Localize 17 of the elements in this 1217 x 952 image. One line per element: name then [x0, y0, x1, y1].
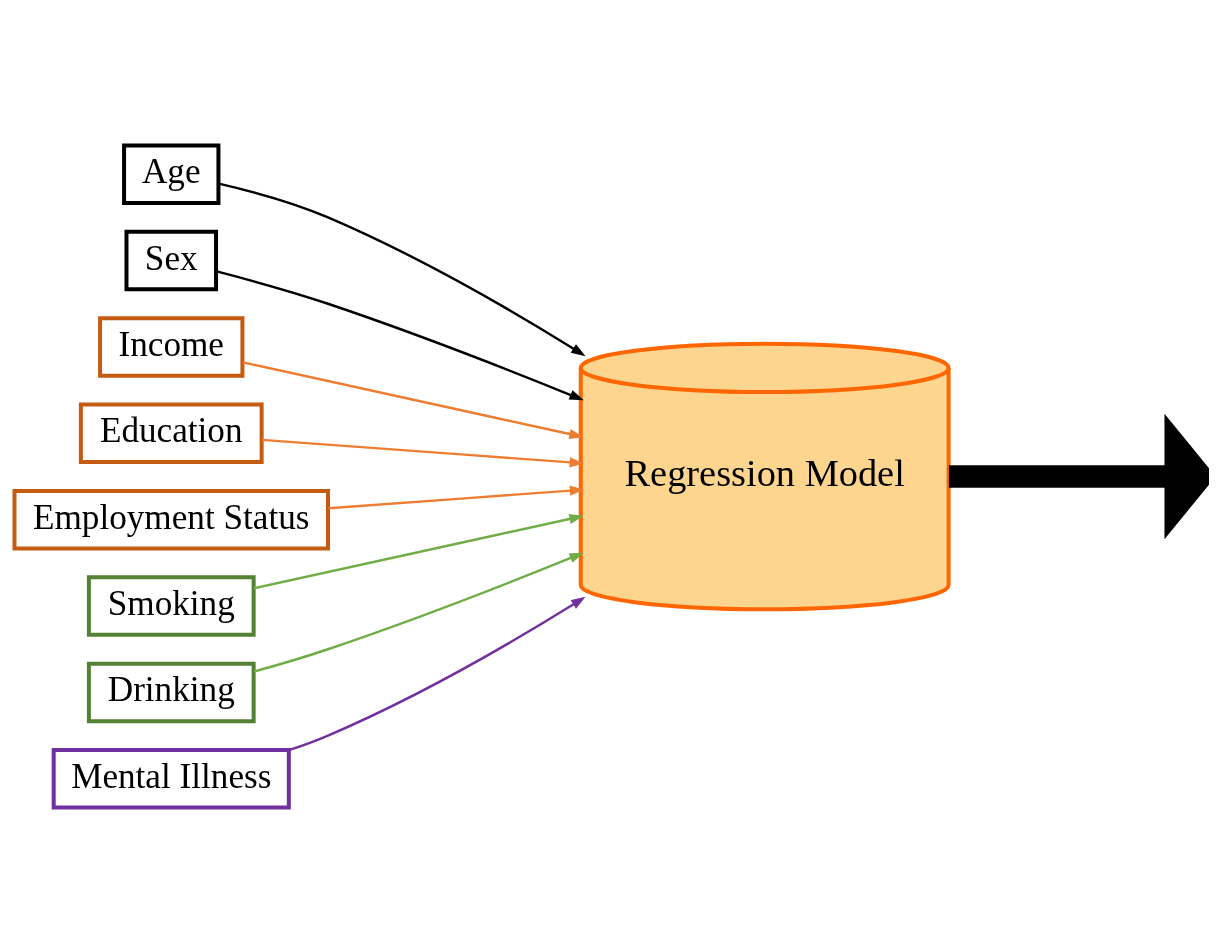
node-box: Employment Status	[12, 488, 330, 550]
node-box: Mental Illness	[51, 747, 291, 810]
node-box: Drinking	[86, 661, 256, 723]
arrow	[288, 596, 586, 751]
arrow	[328, 485, 585, 509]
node-box: Sex	[124, 229, 219, 291]
node-box: Smoking	[86, 574, 256, 637]
node-box: Education	[78, 402, 264, 464]
arrow	[253, 552, 584, 673]
arrow	[242, 360, 584, 439]
arrow	[261, 438, 585, 467]
arrow	[218, 181, 586, 356]
arrow	[253, 513, 584, 589]
arrow	[948, 413, 1209, 539]
arrow	[216, 269, 584, 400]
node-box: Income	[98, 315, 245, 378]
node-box: Age	[122, 142, 221, 205]
